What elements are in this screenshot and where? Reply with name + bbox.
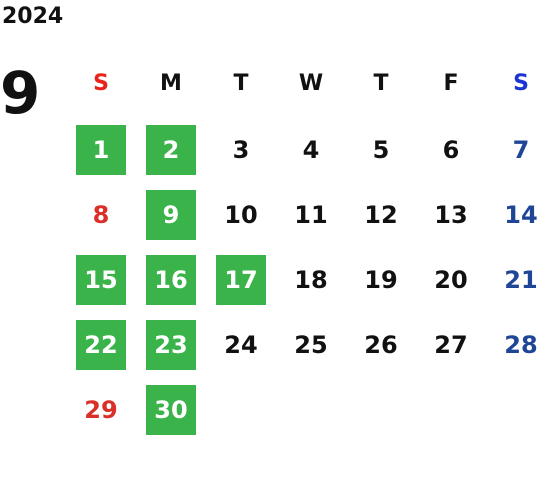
weekday-header: F	[443, 70, 459, 96]
weekday-header: W	[298, 70, 324, 96]
day-cell-highlighted[interactable]: 22	[76, 320, 126, 370]
calendar-year: 2024	[2, 4, 64, 29]
day-cell-highlighted[interactable]: 9	[146, 190, 196, 240]
day-cell[interactable]: 27	[434, 331, 468, 359]
day-cell-highlighted[interactable]: 16	[146, 255, 196, 305]
day-cell[interactable]: 4	[302, 136, 320, 164]
day-cell-highlighted[interactable]: 23	[146, 320, 196, 370]
day-cell[interactable]: 28	[504, 331, 538, 359]
day-cell[interactable]: 6	[442, 136, 460, 164]
day-cell[interactable]: 5	[372, 136, 390, 164]
day-cell-highlighted[interactable]: 2	[146, 125, 196, 175]
weekday-header: T	[233, 70, 249, 96]
weekday-header: S	[93, 70, 109, 96]
day-cell[interactable]: 14	[504, 201, 538, 229]
calendar-month: 9	[0, 59, 41, 127]
weekday-header: M	[160, 70, 182, 96]
day-cell[interactable]: 19	[364, 266, 398, 294]
day-cell[interactable]: 29	[84, 396, 118, 424]
day-cell[interactable]: 20	[434, 266, 468, 294]
day-cell[interactable]: 25	[294, 331, 328, 359]
day-cell[interactable]: 7	[512, 136, 530, 164]
weekday-header: T	[373, 70, 389, 96]
day-cell[interactable]: 12	[364, 201, 398, 229]
day-cell-highlighted[interactable]: 17	[216, 255, 266, 305]
day-cell-highlighted[interactable]: 15	[76, 255, 126, 305]
day-cell[interactable]: 8	[92, 201, 110, 229]
day-cell[interactable]: 18	[294, 266, 328, 294]
day-cell[interactable]: 21	[504, 266, 538, 294]
day-cell[interactable]: 26	[364, 331, 398, 359]
day-cell-highlighted[interactable]: 1	[76, 125, 126, 175]
weekday-header: S	[513, 70, 529, 96]
day-cell[interactable]: 11	[294, 201, 328, 229]
day-cell[interactable]: 13	[434, 201, 468, 229]
day-cell-highlighted[interactable]: 30	[146, 385, 196, 435]
day-cell[interactable]: 24	[224, 331, 258, 359]
day-cell[interactable]: 10	[224, 201, 258, 229]
day-cell[interactable]: 3	[232, 136, 250, 164]
